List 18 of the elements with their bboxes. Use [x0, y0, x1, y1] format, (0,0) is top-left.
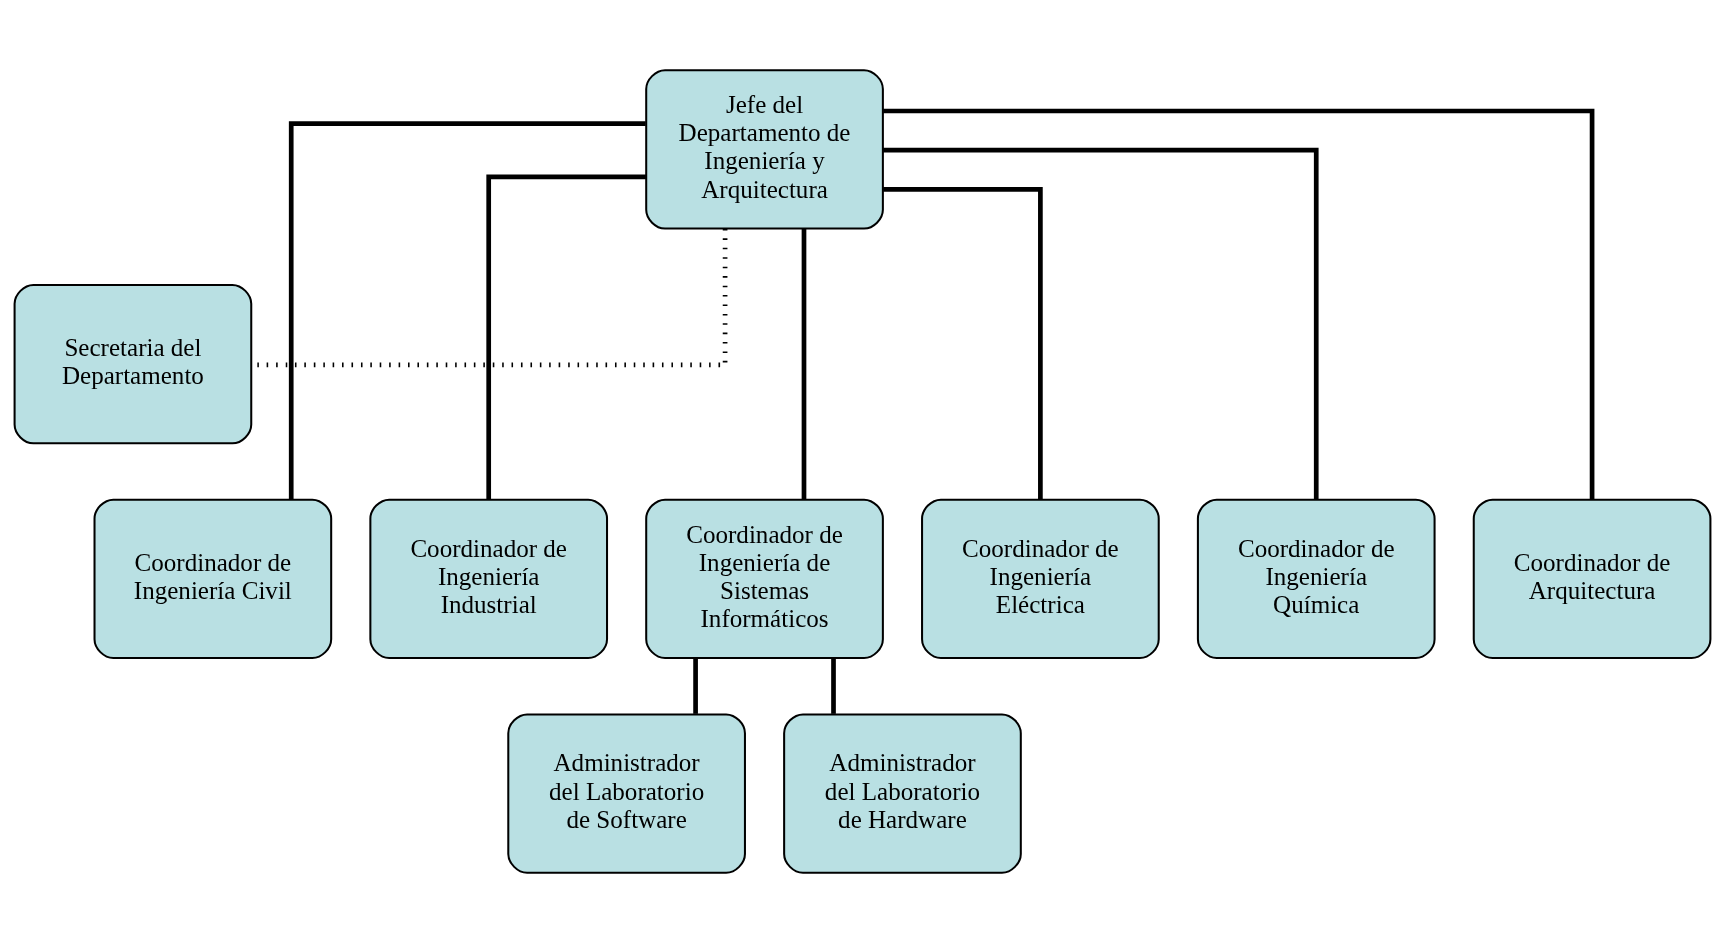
- connector: [883, 186, 1043, 500]
- node-box: Coordinador de Ingeniería Industrial: [369, 498, 609, 659]
- node-box: Coordinador de Ingeniería Química: [1196, 498, 1436, 659]
- node-box: Jefe del Departamento de Ingeniería y Arquitectura: [645, 68, 884, 230]
- connector: [801, 228, 807, 499]
- node-box: Coordinador de Ingeniería Civil: [93, 498, 333, 659]
- connector: [883, 108, 1595, 499]
- node-box: Coordinador de Arquitectura: [1472, 498, 1712, 659]
- connector: [693, 657, 698, 714]
- node-box: Administrador del Laboratorio de Software: [507, 712, 746, 874]
- connector: [486, 174, 646, 499]
- node-box: Coordinador de Ingeniería de Sistemas Informáticos: [645, 498, 884, 659]
- connector: [831, 657, 836, 714]
- connector: [288, 120, 646, 500]
- node-box: Administrador del Laboratorio de Hardware: [783, 712, 1022, 874]
- node-box: Secretaria del Departamento: [13, 283, 253, 444]
- connector: [882, 147, 1319, 499]
- node-box: Coordinador de Ingeniería Eléctrica: [921, 498, 1160, 659]
